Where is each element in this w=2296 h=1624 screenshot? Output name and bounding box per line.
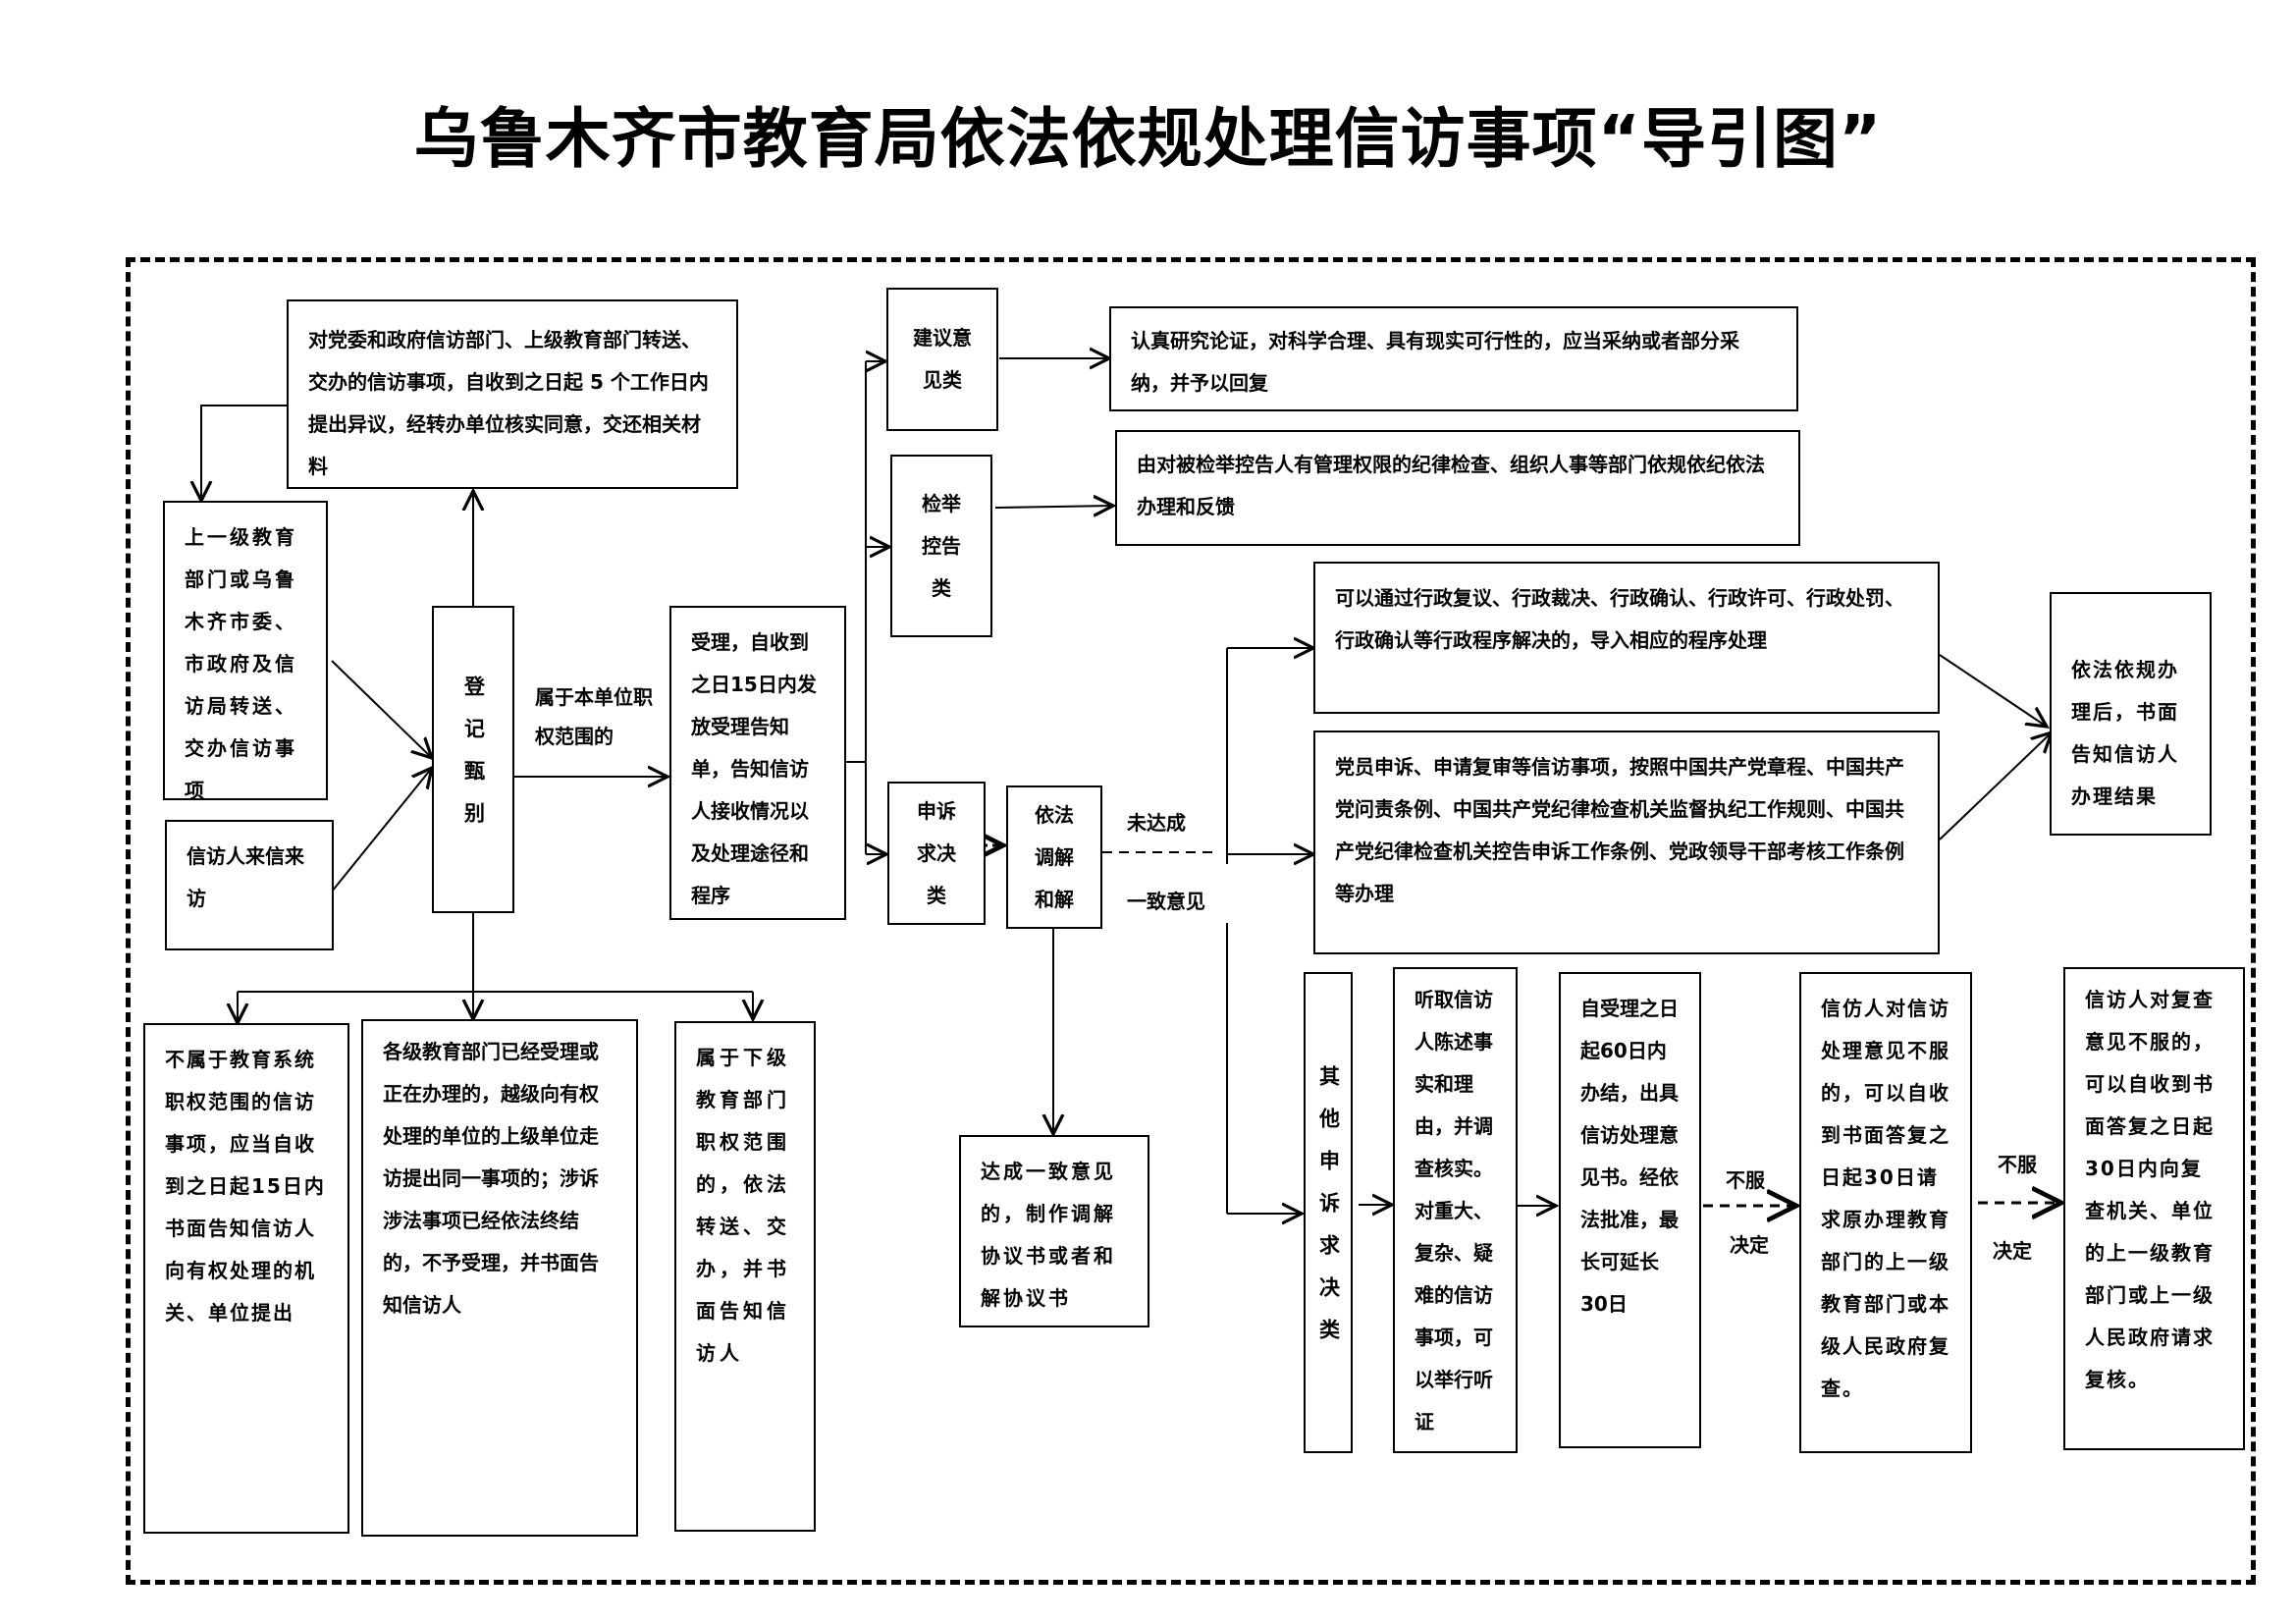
register-text: 登记甄别 [461,675,486,844]
suggestion-result-text: 认真研究论证，对科学合理、具有现实可行性的，应当采纳或者部分采纳，并予以回复 [1131,329,1739,395]
disagree-label-1-top: 不服 [1726,1168,1765,1192]
agreement-text: 达成一致意见的，制作调解协议书或者和解协议书 [981,1160,1116,1310]
petitioner-source-box: 信访人来信来访 [165,820,334,950]
petitioner-source-text: 信访人来信来访 [187,844,304,910]
arrow-superior-to-register [331,660,432,758]
party-route-text: 党员申诉、申请复审等信访事项，按照中国共产党章程、中国共产党问责条例、中国共产党… [1335,755,1904,905]
report-result-text: 由对被检举控告人有管理权限的纪律检查、组织人事等部门依规依纪依法办理和反馈 [1137,453,1765,518]
recheck-text: 信访人对复查意见不服的，可以自收到书面答复之日起30日内向复查机关、单位的上一级… [2085,988,2215,1391]
suggestion-category-box: 建议意见类 [886,288,998,431]
arrow-party-final [1939,732,2052,840]
accept-text: 受理，自收到之日15日内发放受理告知单，告知信访人接收情况以及处理途径和程序 [691,630,817,907]
arrow-petitioner-to-register [331,768,432,893]
mediation-box: 依法调解和解 [1006,785,1102,929]
register-box: 登记甄别 [432,606,514,913]
already-handled-text: 各级教育部门已经受理或正在办理的，越级向有权处理的单位的上级单位走访提出同一事项… [383,1040,599,1317]
lower-level-text: 属于下级教育部门职权范围的，依法转送、交办，并书面告知信访人 [696,1046,790,1365]
arrow-objection-to-superior [201,405,287,501]
deadline-box: 自受理之日起60日内办结，出具信访处理意见书。经依法批准，最长可延长30日 [1559,972,1701,1448]
deadline-text: 自受理之日起60日内办结，出具信访处理意见书。经依法批准，最长可延长30日 [1580,997,1679,1316]
not-edu-text: 不属于教育系统职权范围的信访事项，应当自收到之日起15日内书面告知信访人向有权处… [165,1048,326,1325]
hearing-box: 听取信访人陈述事实和理由，并调查核实。对重大、复杂、疑难的信访事项，可以举行听证 [1393,967,1518,1453]
arrow-report-result [994,506,1113,508]
already-handled-box: 各级教育部门已经受理或正在办理的，越级向有权处理的单位的上级单位走访提出同一事项… [361,1019,638,1537]
other-appeal-text: 其他申诉求决类 [1316,1064,1341,1361]
other-appeal-box: 其他申诉求决类 [1304,972,1353,1453]
page-title: 乌鲁木齐市教育局依法依规处理信访事项“导引图” [413,101,1883,177]
superior-source-box: 上一级教育部门或乌鲁木齐市委、市政府及信访局转送、交办信访事项 [163,501,328,802]
review-text: 信仿人对信访处理意见不服的，可以自收到书面答复之日起30日请求原办理教育部门的上… [1821,997,1950,1400]
admin-route-box: 可以通过行政复议、行政裁决、行政确认、行政许可、行政处罚、行政确认等行政程序解决… [1313,562,1940,714]
appeal-category-box: 申诉求决类 [887,782,986,925]
superior-source-text: 上一级教育部门或乌鲁木齐市委、市政府及信访局转送、交办信访事项 [185,525,297,802]
not-edu-box: 不属于教育系统职权范围的信访事项，应当自收到之日起15日内书面告知信访人向有权处… [143,1023,349,1534]
suggestion-category-text: 建议意见类 [913,326,972,392]
objection-text: 对党委和政府信访部门、上级教育部门转送、交办的信访事项，自收到之日起 5 个工作… [308,328,709,478]
no-agreement-label-bottom: 一致意见 [1127,890,1205,913]
objection-box: 对党委和政府信访部门、上级教育部门转送、交办的信访事项，自收到之日起 5 个工作… [287,299,738,489]
appeal-category-text: 申诉求决类 [917,798,956,907]
recheck-box: 信访人对复查意见不服的，可以自收到书面答复之日起30日内向复查机关、单位的上一级… [2063,967,2245,1450]
report-result-box: 由对被检举控告人有管理权限的纪律检查、组织人事等部门依规依纪依法办理和反馈 [1115,430,1800,546]
review-box: 信仿人对信访处理意见不服的，可以自收到书面答复之日起30日请求原办理教育部门的上… [1799,972,1972,1453]
accept-box: 受理，自收到之日15日内发放受理告知单，告知信访人接收情况以及处理途径和程序 [669,606,846,920]
final-notice-box: 依法依规办理后，书面告知信访人办理结果 [2050,592,2212,836]
final-notice-text: 依法依规办理后，书面告知信访人办理结果 [2071,658,2179,808]
party-route-box: 党员申诉、申请复审等信访事项，按照中国共产党章程、中国共产党问责条例、中国共产党… [1313,731,1940,954]
suggestion-result-box: 认真研究论证，对科学合理、具有现实可行性的，应当采纳或者部分采纳，并予以回复 [1109,306,1798,411]
disagree-label-1-bottom: 决定 [1730,1233,1769,1257]
report-category-box: 检举控告类 [890,455,992,637]
in-scope-label: 属于本单位职权范围的 [535,685,653,748]
disagree-label-2-bottom: 决定 [1993,1239,2032,1263]
report-category-text: 检举控告类 [922,491,961,600]
no-agreement-label-top: 未达成 [1127,811,1186,835]
arrow-admin-final [1939,654,2047,727]
lower-level-box: 属于下级教育部门职权范围的，依法转送、交办，并书面告知信访人 [674,1021,816,1532]
agreement-box: 达成一致意见的，制作调解协议书或者和解协议书 [959,1135,1149,1327]
disagree-label-2-top: 不服 [1998,1153,2037,1176]
hearing-text: 听取信访人陈述事实和理由，并调查核实。对重大、复杂、疑难的信访事项，可以举行听证 [1415,988,1493,1434]
mediation-text: 依法调解和解 [1035,802,1074,911]
admin-route-text: 可以通过行政复议、行政裁决、行政确认、行政许可、行政处罚、行政确认等行政程序解决… [1335,586,1904,652]
dashed-frame [126,257,2256,1585]
